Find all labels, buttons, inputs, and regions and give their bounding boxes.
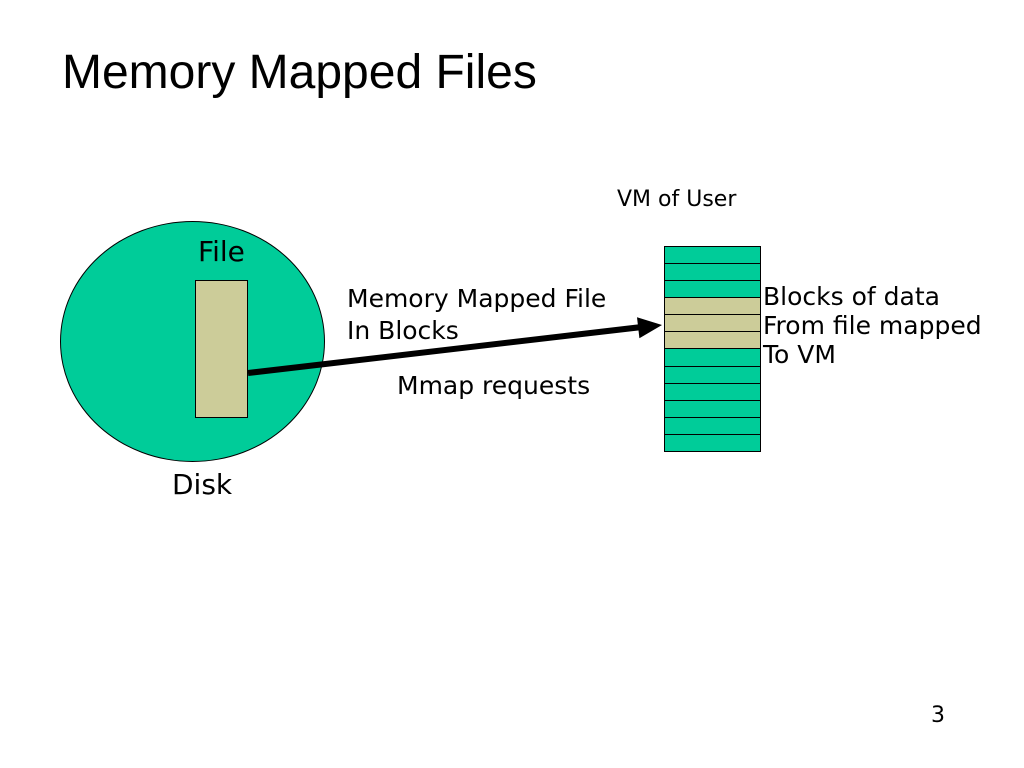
vm-block-row-green [665, 417, 760, 435]
vm-block-row-green [665, 366, 760, 384]
vm-block-row-green [665, 383, 760, 401]
vm-note-line2: From file mapped [763, 311, 982, 340]
disk-ellipse [60, 221, 325, 462]
vm-note: Blocks of data From file mapped To VM [763, 282, 982, 369]
vm-block-row-green [665, 400, 760, 418]
vm-block-row-green [665, 247, 760, 265]
arrow-sublabel: Mmap requests [397, 371, 591, 400]
arrow-label: Memory Mapped File In Blocks [347, 283, 606, 347]
file-rect [195, 280, 248, 418]
vm-title: VM of User [617, 187, 737, 212]
vm-block-row-green [665, 434, 760, 451]
vm-block [664, 246, 761, 452]
vm-block-row-green [665, 349, 760, 367]
vm-note-line3: To VM [763, 340, 836, 369]
arrow-label-line1: Memory Mapped File [347, 284, 607, 313]
vm-block-row-tan [665, 315, 760, 333]
disk-label: Disk [172, 468, 233, 501]
page-number: 3 [931, 703, 945, 728]
vm-block-row-green [665, 264, 760, 282]
file-label: File [198, 235, 245, 268]
vm-note-line1: Blocks of data [763, 282, 940, 311]
vm-block-row-tan [665, 298, 760, 316]
vm-block-row-green [665, 281, 760, 299]
vm-block-row-tan [665, 332, 760, 350]
arrow-label-line2: In Blocks [347, 316, 459, 345]
slide-title: Memory Mapped Files [62, 46, 537, 99]
